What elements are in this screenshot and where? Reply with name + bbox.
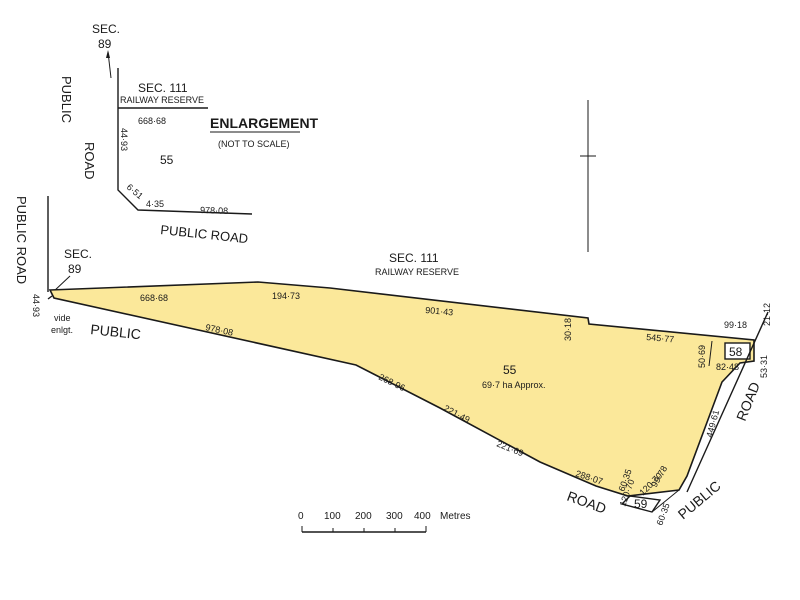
east-road-label: ROAD [733,380,763,424]
enl-lot-number: 55 [160,153,174,167]
railway-reserve-label: RAILWAY RESERVE [375,267,459,277]
scale-bar-ticks [301,526,427,532]
north-length-2: 194·73 [272,291,300,301]
west-length-label: 44·93 [31,294,41,317]
enlargement-title: ENLARGEMENT [210,115,319,131]
sec89-number: 89 [68,262,82,276]
lot-58-west-edge [708,340,713,367]
enl-length-short: 4·35 [146,199,164,209]
scale-tick-400: 400 [414,511,431,522]
enl-railway-label: RAILWAY RESERVE [120,95,204,105]
enl-sec111-label: SEC. 111 [138,81,188,95]
sec89-label: SEC. [64,247,92,261]
lot-55-number: 55 [503,363,517,377]
enl-length-west: 44·93 [119,128,129,151]
lot-58-west-length: 50·69 [697,345,707,368]
enl-sec89-number: 89 [98,37,112,51]
not-to-scale-label: (NOT TO SCALE) [218,139,290,149]
scale-tick-300: 300 [386,511,403,522]
enl-boundary [117,68,253,215]
enl-length-top: 668·68 [138,116,166,126]
scale-tick-0: 0 [298,511,304,522]
enl-length-diagonal: 6·51 [125,182,145,201]
east-length-5331: 53·31 [759,355,769,378]
scale-bar: 0 100 200 300 400 Metres [298,511,471,533]
lot-58-south-length: 82·48 [716,362,739,372]
lot-59-box [620,495,662,513]
lot-59-east-edge [651,489,680,513]
lot-59-number: 59 [634,497,648,511]
enl-length-south: 978·08 [200,205,228,216]
lot-55-parcel [48,281,755,497]
bottom-road-label: ROAD [565,488,608,517]
main-plan: PUBLIC ROAD SEC. 89 SEC. 111 RAILWAY RES… [14,196,772,527]
northeast-length: 545·77 [646,332,675,344]
enlgt-label: enlgt. [51,325,73,335]
scale-unit: Metres [440,511,471,522]
enl-sec89-label: SEC. [92,22,120,36]
east-length-2112: 21·12 [762,303,772,326]
vide-label: vide [54,313,71,323]
enl-public-label: PUBLIC [59,76,74,123]
enlargement-inset: SEC. 89 PUBLIC ROAD SEC. 111 RAILWAY RES… [59,22,319,246]
north-length-1: 668·68 [140,293,168,303]
lot-58-number: 58 [729,345,743,359]
east-road-line [686,311,769,493]
enl-sec89-arrowhead [106,50,110,58]
lot-55-area: 69·7 ha Approx. [482,380,546,390]
north-jog-length: 30·18 [563,318,573,341]
public-left-label: PUBLIC [90,321,142,342]
enl-public-road-label: PUBLIC ROAD [160,222,249,246]
lot-58-top-length: 99·18 [724,320,747,330]
enl-road-label: ROAD [82,142,97,180]
scale-tick-200: 200 [355,511,372,522]
scale-tick-100: 100 [324,511,341,522]
west-corner-tick [47,295,53,300]
west-public-road-label: PUBLIC ROAD [14,196,29,284]
sec111-label: SEC. 111 [389,251,439,265]
north-length-3: 901·43 [425,305,454,317]
